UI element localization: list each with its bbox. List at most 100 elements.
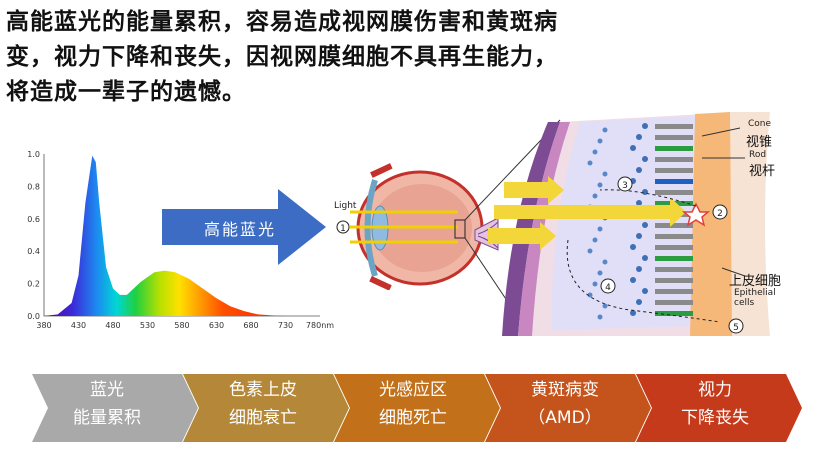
photoreceptor-cell	[655, 267, 693, 272]
neuron-nucleus	[636, 233, 642, 239]
x-tick-label: 430	[71, 321, 86, 330]
neuron-nucleus	[597, 138, 603, 144]
step-chevron	[334, 374, 500, 442]
epithelial-label-en-1: Epithelial	[734, 288, 776, 298]
neuron-nucleus	[602, 127, 608, 133]
zoom-box	[454, 219, 466, 239]
photoreceptor-cell	[655, 135, 693, 140]
x-tick-label: 730	[278, 321, 293, 330]
step-5-line-2: 下降丧失	[681, 408, 749, 428]
y-tick-label: 0.2	[27, 280, 40, 289]
photoreceptor-cell	[655, 157, 693, 162]
photoreceptor-cell	[655, 311, 693, 316]
neuron-nucleus	[597, 314, 603, 320]
photoreceptor-cell	[655, 234, 693, 239]
neuron-nucleus	[642, 123, 648, 129]
neuron-nucleus	[592, 193, 598, 199]
y-tick-label: 0.0	[27, 312, 40, 321]
step-chevron	[183, 374, 349, 442]
step-3-line-1: 光感应区	[379, 380, 447, 400]
y-tick-label: 0.4	[27, 247, 40, 256]
step-chevron	[636, 374, 802, 442]
y-tick-label: 0.6	[27, 215, 40, 224]
marker-2	[712, 204, 728, 220]
svg-text:2: 2	[717, 209, 723, 219]
blue-light-arrow	[162, 189, 326, 265]
neuron-nucleus	[602, 303, 608, 309]
neuron-nucleus	[642, 189, 648, 195]
photoreceptor-cell	[655, 300, 693, 305]
marker-5	[728, 318, 744, 334]
x-tick-label: 380	[36, 321, 51, 330]
neuron-nucleus	[630, 277, 636, 283]
neuron-nucleus	[602, 259, 608, 265]
svg-text:5: 5	[733, 323, 739, 333]
epithelial-label-cn: 上皮细胞	[729, 274, 782, 289]
step-5: 视力 下降丧失	[640, 376, 790, 432]
x-tick-label: 580	[174, 321, 189, 330]
neuron-nucleus	[642, 288, 648, 294]
neuron-nucleus	[587, 292, 593, 298]
neuron-nucleus	[597, 270, 603, 276]
rod-label-en: Rod	[749, 150, 767, 160]
step-chevron	[32, 374, 198, 442]
spectrum-curve	[44, 155, 286, 316]
step-5-line-1: 视力	[698, 380, 732, 400]
neuron-nucleus	[630, 310, 636, 316]
step-chevron	[485, 374, 651, 442]
neuron-nucleus	[630, 145, 636, 151]
blue-light-label: 高能蓝光	[203, 220, 276, 239]
step-3-line-2: 细胞死亡	[379, 408, 447, 428]
photoreceptor-cell	[655, 179, 693, 184]
headline-line-3: 将造成一辈子的遗憾。	[6, 78, 246, 105]
step-4: 黄斑病变 （AMD）	[490, 376, 640, 432]
neuron-nucleus	[636, 167, 642, 173]
photoreceptor-cell	[655, 168, 693, 173]
cone-label-cn: 视锥	[746, 135, 773, 150]
light-label: Light	[334, 201, 357, 211]
rod-label-cn: 视杆	[749, 164, 776, 179]
neuron-nucleus	[642, 255, 648, 261]
step-2: 色素上皮 细胞衰亡	[188, 376, 338, 432]
cone-label-en: Cone	[748, 119, 772, 129]
neuron-nucleus	[636, 200, 642, 206]
photoreceptor-cell	[655, 223, 693, 228]
choroid-layer	[730, 112, 770, 336]
neuron-nucleus	[602, 171, 608, 177]
step-4-line-1: 黄斑病变	[531, 380, 599, 400]
neuron-nucleus	[642, 222, 648, 228]
neuron-nucleus	[592, 237, 598, 243]
svg-text:3: 3	[622, 181, 628, 191]
svg-text:4: 4	[605, 283, 611, 293]
x-tick-label: 680	[243, 321, 258, 330]
step-1-line-1: 蓝光	[90, 380, 124, 400]
neuron-nucleus	[636, 299, 642, 305]
headline-line-2: 变，视力下降和丧失，因视网膜细胞不具再生能力，	[6, 43, 558, 70]
epithelial-label-en-2: cells	[734, 298, 755, 308]
step-1: 蓝光 能量累积	[32, 376, 182, 432]
photoreceptor-cell	[655, 245, 693, 250]
step-3: 光感应区 细胞死亡	[338, 376, 488, 432]
photoreceptor-cell	[655, 190, 693, 195]
epithelial-layer	[690, 112, 732, 336]
y-tick-label: 1.0	[27, 150, 40, 159]
neuron-nucleus	[587, 248, 593, 254]
process-steps	[32, 374, 802, 442]
marker-4	[600, 278, 616, 294]
step-2-line-2: 细胞衰亡	[229, 408, 297, 428]
neuron-nucleus	[592, 281, 598, 287]
step-4-line-2: （AMD）	[528, 408, 602, 428]
x-tick-label: 480	[105, 321, 120, 330]
neuron-nucleus	[587, 160, 593, 166]
neuron-nucleus	[630, 244, 636, 250]
step-2-line-1: 色素上皮	[229, 380, 297, 400]
step-1-line-2: 能量累积	[73, 408, 141, 428]
photoreceptor-cell	[655, 256, 693, 261]
photoreceptor-cell	[655, 124, 693, 129]
headline: 高能蓝光的能量累积，容易造成视网膜伤害和黄斑病 变，视力下降和丧失，因视网膜细胞…	[6, 4, 626, 109]
svg-text:1: 1	[340, 224, 346, 234]
marker-3	[617, 176, 633, 192]
neuron-nucleus	[636, 134, 642, 140]
